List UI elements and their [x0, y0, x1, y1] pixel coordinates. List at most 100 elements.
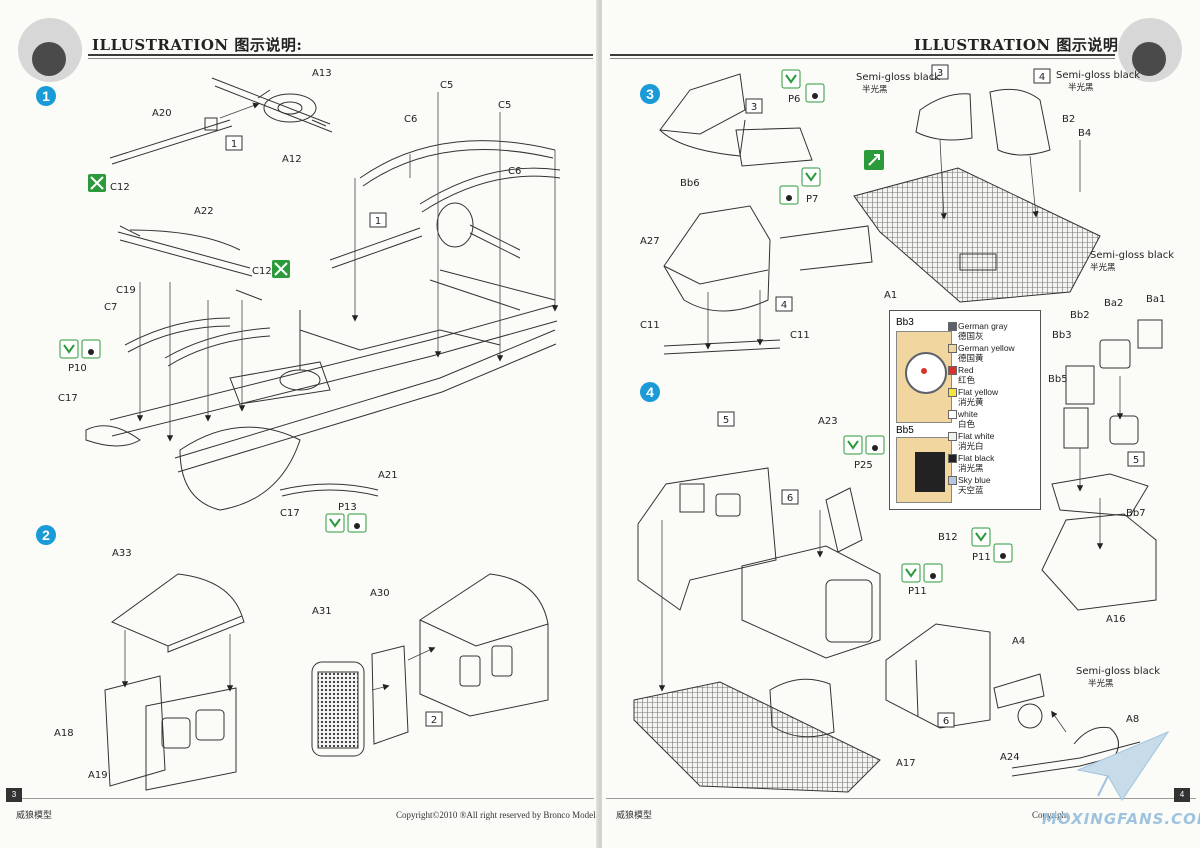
- glue-icon: [971, 527, 991, 547]
- swatch-icon: [948, 410, 957, 419]
- swatch-icon: [948, 432, 957, 441]
- part-label: A12: [282, 154, 302, 165]
- copyright-text: Copyright©2010 ®All right reserved by Br…: [396, 810, 600, 820]
- glue-icon: [325, 513, 345, 533]
- part-label: A24: [1000, 752, 1020, 763]
- gauge-needle-icon: [921, 368, 927, 374]
- step1-leaf-springs: [124, 140, 561, 367]
- step4-part-labels: A23 P25 Bb2 Ba2 Ba1 Bb3 Bb5 Bb7 A16 B12 …: [818, 294, 1165, 769]
- part-label: A17: [896, 758, 916, 769]
- paint-note-cn: 半光黑: [1068, 82, 1094, 93]
- part-label: Bb2: [1070, 310, 1090, 321]
- swatch-icon: [948, 454, 957, 463]
- step4-bulkhead-left: [637, 467, 777, 611]
- paint-note-en: Semi-gloss black: [1090, 250, 1174, 261]
- part-label: C6: [508, 166, 521, 177]
- part-label: A22: [194, 206, 214, 217]
- glue-icon: [59, 339, 79, 359]
- step1-rear-axle: [211, 77, 333, 133]
- page-number-right: 4: [1174, 788, 1190, 802]
- part-label: A30: [370, 588, 390, 599]
- ref-box-1b: 1: [375, 216, 381, 227]
- step2-radiator: [311, 573, 549, 757]
- part-label: A33: [112, 548, 132, 559]
- step2-part-labels: A33 A18 A19 A31 A30: [54, 548, 390, 781]
- ref-box-6a: 6: [787, 493, 793, 504]
- part-label: Bb3: [1052, 330, 1072, 341]
- step2-leaders-right: [371, 647, 436, 691]
- footer-rule-right: [606, 798, 1196, 799]
- part-label: A23: [818, 416, 838, 427]
- legend-bb3-label: Bb3: [896, 317, 914, 328]
- part-label: B12: [938, 532, 958, 543]
- swatch-icon: [948, 476, 957, 485]
- part-label: B4: [1078, 128, 1091, 139]
- part-label: P13: [338, 502, 357, 513]
- paint-icon: [347, 513, 367, 533]
- paint-note-cn: 半光黑: [1088, 678, 1114, 689]
- part-label: C5: [498, 100, 511, 111]
- part-label: P7: [806, 194, 818, 205]
- paint-note-en: Semi-gloss black: [1076, 666, 1160, 677]
- step2-leaders-left: [121, 630, 234, 692]
- step4-cowl: [741, 487, 881, 659]
- step1-front-axle: [117, 225, 263, 301]
- step3-seat-cushion: [659, 73, 813, 167]
- footer-rule: [8, 798, 594, 799]
- bb5-panel: [896, 437, 952, 503]
- part-label: A13: [312, 68, 332, 79]
- paint-icon: [779, 185, 799, 205]
- part-label: P25: [854, 460, 873, 471]
- step1-part-labels: A13 A20 A12 C12 A22 C19 C7 P10 C17 A21 C…: [58, 68, 521, 519]
- step3-part-labels: P6 Bb6 P7 A27 C11 C11 B2 B4 A1 Semi-glos…: [640, 70, 1174, 341]
- cut-icon: [272, 260, 290, 278]
- part-label: A8: [1126, 714, 1139, 725]
- watermark-text: MOXINGFANS.COM: [1042, 810, 1200, 828]
- step1-leader-lines: [136, 92, 559, 442]
- step1-fenders: [85, 425, 379, 511]
- page-number-left: 3: [6, 788, 22, 802]
- part-label: A20: [152, 108, 172, 119]
- part-label: Bb5: [1048, 374, 1068, 385]
- part-label: C7: [104, 302, 117, 313]
- step-badge-3: 3: [640, 84, 660, 104]
- brand-left: 威狼模型: [16, 811, 53, 821]
- bb5-switch-panel: [915, 452, 945, 492]
- part-label: P11: [908, 586, 927, 597]
- part-label: P6: [788, 94, 800, 105]
- ref-box-2: 2: [431, 715, 437, 726]
- step4-leader-lines: [658, 376, 1124, 733]
- cut-icon: [88, 174, 106, 192]
- part-label: A27: [640, 236, 660, 247]
- part-label: C11: [640, 320, 660, 331]
- green-icons: [59, 69, 1013, 583]
- part-label: Bb7: [1126, 508, 1146, 519]
- part-label: B2: [1062, 114, 1075, 125]
- paint-icon: [805, 83, 825, 103]
- brand-right: 威狼模型: [616, 811, 653, 821]
- bb3-gauge-panel: [896, 331, 952, 423]
- paint-icon: [865, 435, 885, 455]
- corner-circle-dark: [32, 42, 66, 76]
- flip-icon: [864, 150, 884, 170]
- step3-leader-lines: [704, 139, 1081, 350]
- step4-floor-assembly: [633, 678, 881, 793]
- glue-icon: [843, 435, 863, 455]
- header-rule: [88, 54, 593, 56]
- part-label: C12: [252, 266, 272, 277]
- part-label: P11: [972, 552, 991, 563]
- paint-icon: [923, 563, 943, 583]
- part-label: A21: [378, 470, 398, 481]
- swatch-icon: [948, 322, 957, 331]
- page-title-right: ILLUSTRATION 图示说明:: [914, 36, 1125, 54]
- step1-chassis-frame: [109, 269, 558, 473]
- ref-box-4b: 4: [1039, 72, 1045, 83]
- step1-driveshaft: [109, 117, 233, 165]
